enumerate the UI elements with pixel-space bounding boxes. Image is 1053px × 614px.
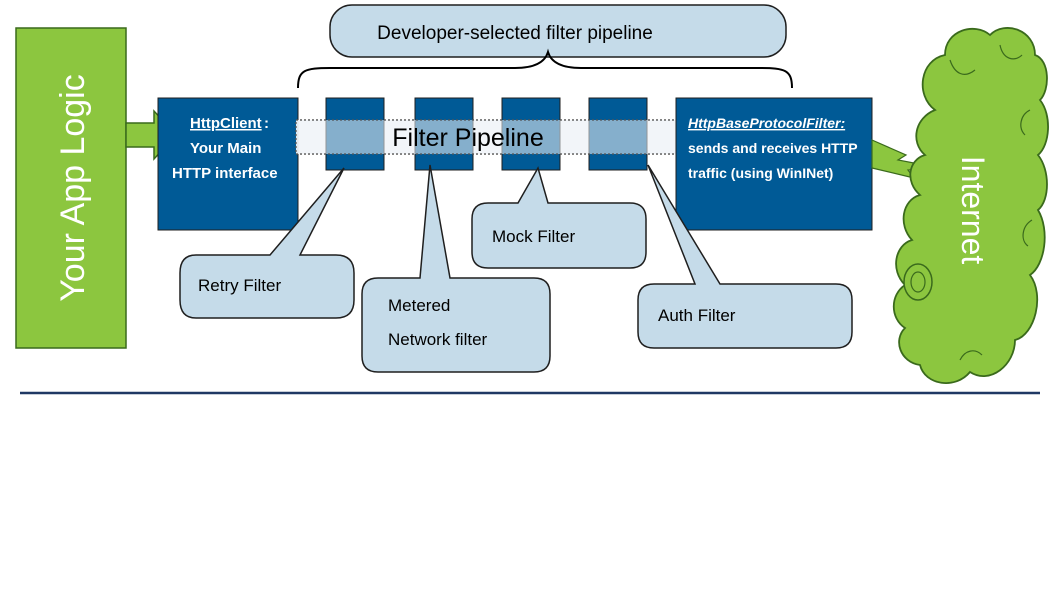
app-logic-box bbox=[15, 27, 127, 349]
http-client-line2: HTTP interface bbox=[172, 165, 278, 182]
callout-auth-text: Auth Filter bbox=[658, 306, 736, 325]
base-filter-line2: traffic (using WinINet) bbox=[688, 165, 833, 181]
callout-auth bbox=[637, 164, 853, 349]
callout-retry-text: Retry Filter bbox=[198, 276, 281, 295]
base-filter-box bbox=[675, 97, 873, 231]
pipeline-band-overlay bbox=[295, 119, 681, 155]
pipeline-brace bbox=[297, 48, 793, 89]
callout-metered bbox=[361, 164, 551, 373]
app-logic-label: Your App Logic bbox=[54, 74, 92, 302]
callout-retry bbox=[179, 167, 355, 319]
callout-metered-line2: Network filter bbox=[388, 330, 488, 349]
internet-label: Internet bbox=[955, 156, 991, 265]
pipeline-label: Filter Pipeline bbox=[392, 124, 543, 152]
http-client-line1: Your Main bbox=[190, 140, 261, 157]
http-client-title-suffix: : bbox=[264, 115, 269, 132]
callout-mock-text: Mock Filter bbox=[492, 227, 575, 246]
callout-mock bbox=[471, 166, 647, 269]
base-filter-title: HttpBaseProtocolFilter: bbox=[688, 115, 845, 131]
base-filter-line1: sends and receives HTTP bbox=[688, 140, 858, 156]
header-callout-text: Developer-selected filter pipeline bbox=[377, 23, 653, 44]
http-client-box bbox=[157, 97, 299, 231]
internet-cloud-icon bbox=[892, 27, 1049, 384]
header-callout-box bbox=[329, 4, 787, 58]
callout-metered-line1: Metered bbox=[388, 296, 450, 315]
http-client-title: HttpClient bbox=[190, 115, 262, 132]
